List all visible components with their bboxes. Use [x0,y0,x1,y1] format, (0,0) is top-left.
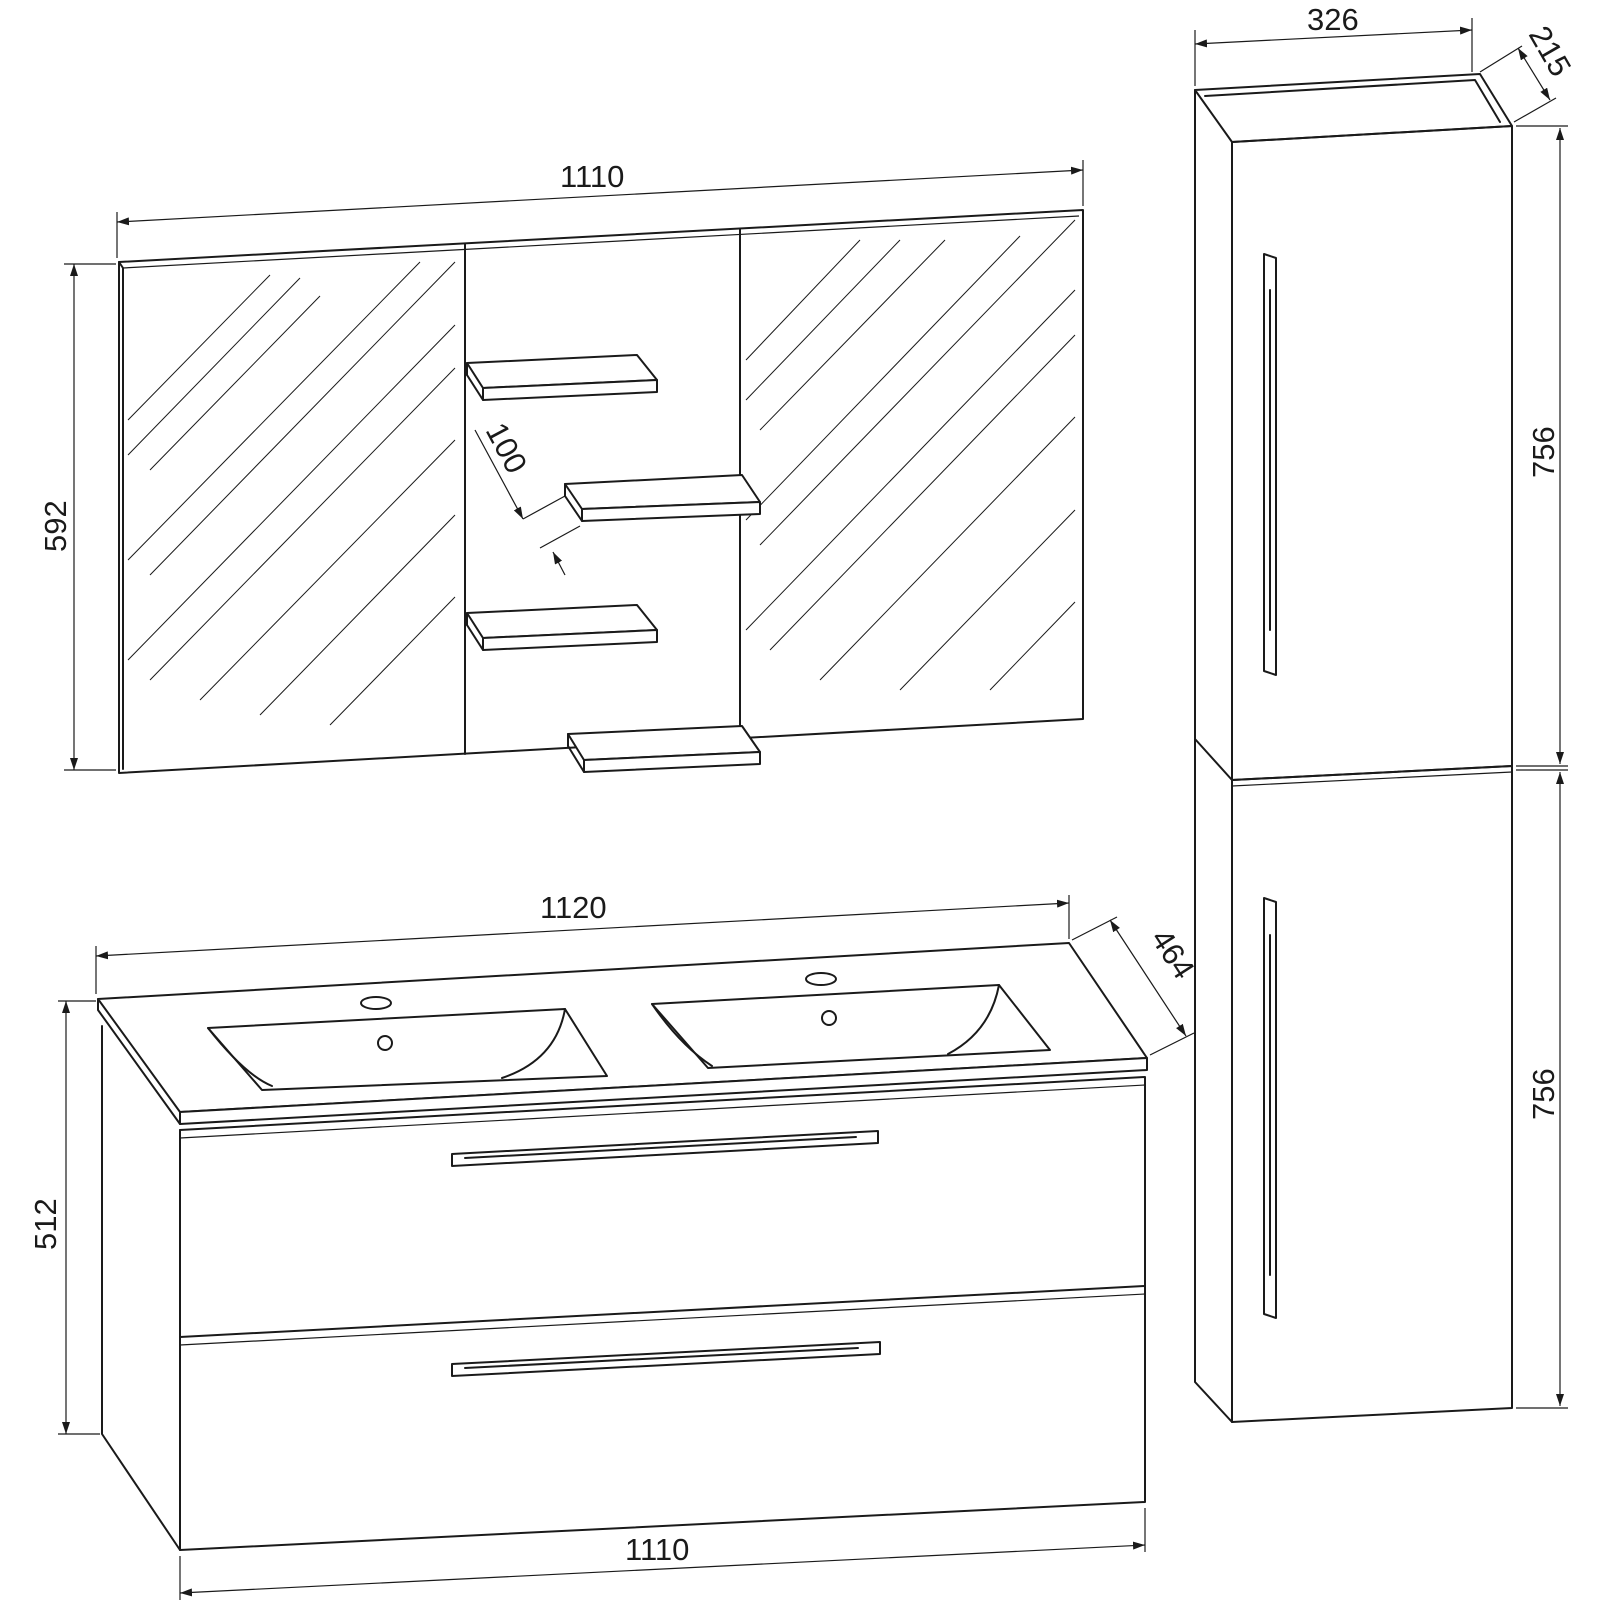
tall-column-cabinet [1194,73,1513,1423]
left-mirror-glass [127,261,456,726]
column-handle-top [1263,253,1277,676]
vanity-height-dimension: 512 [28,1000,100,1435]
mirror-cabinet: 100 [118,209,1084,774]
vanity-top-width-label: 1120 [540,890,607,925]
vanity-unit [97,942,1148,1551]
vanity-bottom-width-label: 1110 [625,1532,689,1567]
mirror-height-dimension: 592 [38,263,116,771]
shelf-spacing-label: 100 [479,417,534,479]
column-width-label: 326 [1307,2,1359,37]
column-lower-height-dimension: 756 [1516,769,1568,1409]
column-upper-height-dimension: 756 [1516,125,1568,767]
glass-shelf-1 [466,354,658,401]
vanity-height-label: 512 [28,1198,63,1250]
glass-shelf-3 [466,604,658,651]
vanity-depth-label: 464 [1144,923,1202,985]
drawer-handle-top [451,1130,879,1167]
mirror-height-label: 592 [38,500,73,552]
drawer-handle-bottom [451,1341,881,1377]
mirror-width-dimension: 1110 [116,159,1084,258]
column-width-dimension: 326 [1194,2,1473,86]
shelf-spacing-dimension: 100 [474,417,581,576]
column-lower-height-label: 756 [1526,1068,1561,1120]
vanity-bottom-width-dimension: 1110 [179,1508,1146,1600]
column-handle-bottom [1263,897,1277,1319]
column-depth-label: 215 [1522,20,1578,82]
glass-shelf-4 [567,725,761,773]
mirror-width-label: 1110 [560,159,624,194]
glass-shelf-2 [564,474,761,522]
right-mirror-glass [745,219,1076,691]
vanity-top-width-dimension: 1120 [95,890,1070,994]
column-upper-height-label: 756 [1526,426,1561,478]
